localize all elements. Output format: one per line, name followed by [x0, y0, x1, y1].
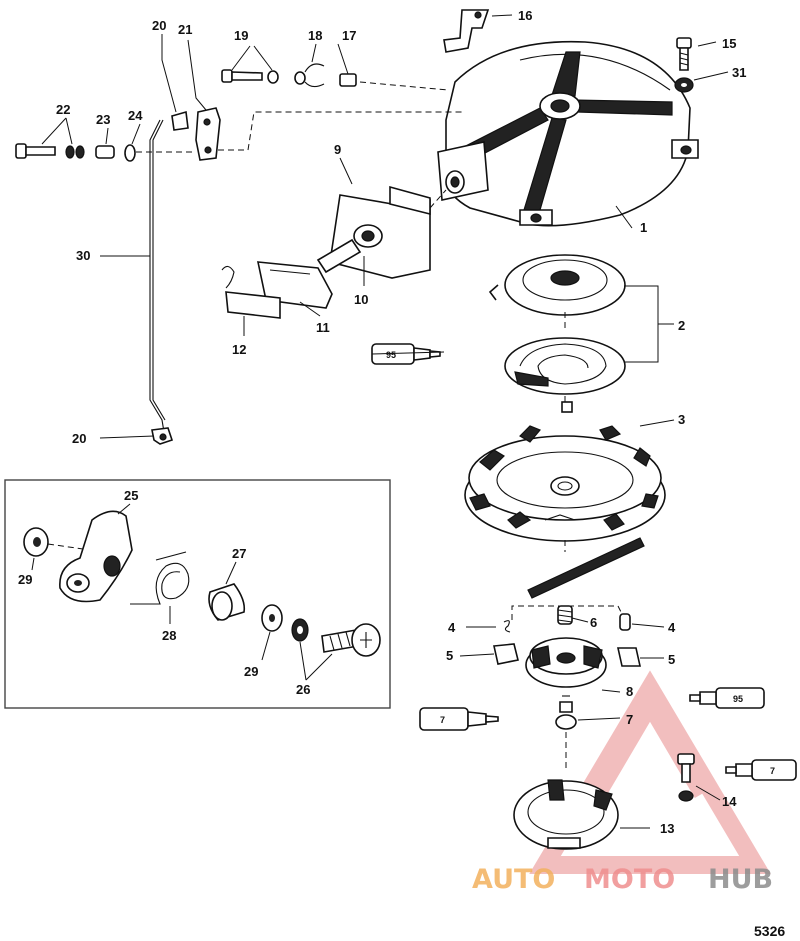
rod-clip-20-bottom	[151, 427, 174, 445]
callout-31: 31	[732, 65, 746, 80]
watermark-moto: MOTO	[584, 864, 675, 895]
callout-22: 22	[56, 102, 70, 117]
retainer-plate-13	[513, 779, 619, 850]
spring-4-right	[619, 613, 631, 631]
callout-13: 13	[660, 821, 674, 836]
bolt-7-center	[555, 695, 577, 730]
link-rod-30	[149, 119, 166, 439]
throttle-link-21	[195, 107, 221, 161]
tube-label-95-left: 95	[386, 350, 396, 360]
spring-6	[557, 605, 573, 625]
starter-rope	[527, 537, 645, 599]
washer-29-right	[261, 604, 283, 632]
callout-10: 10	[354, 292, 368, 307]
drive-cup-8	[525, 637, 607, 688]
rope-pulley-3	[464, 425, 666, 542]
plunger-10	[316, 238, 362, 274]
tube-label-7-left: 7	[440, 715, 445, 725]
callout-29-left: 29	[18, 572, 32, 587]
callout-9: 9	[334, 142, 341, 157]
callout-14: 14	[722, 794, 737, 809]
washer-24	[124, 144, 136, 162]
lever-25	[59, 510, 133, 603]
recoil-housing	[437, 40, 699, 227]
callout-12: 12	[232, 342, 246, 357]
washer-26	[291, 618, 309, 642]
spacer-23	[95, 145, 115, 159]
callout-8: 8	[626, 684, 633, 699]
callout-labels: 1 2 3 4 4 5 5 6 7 8 9 10 11 12 13 14 15 …	[18, 8, 746, 836]
callout-23: 23	[96, 112, 110, 127]
callout-30: 30	[76, 248, 90, 263]
callout-24: 24	[128, 108, 143, 123]
screw-26	[321, 623, 381, 657]
callout-5-left: 5	[446, 648, 453, 663]
callout-27: 27	[232, 546, 246, 561]
callout-1: 1	[640, 220, 647, 235]
spring-4-left	[503, 620, 511, 633]
callout-11: 11	[316, 320, 330, 335]
callout-16: 16	[518, 8, 532, 23]
callout-20-bottom: 20	[72, 431, 86, 446]
bushing-17	[339, 73, 357, 87]
callout-2: 2	[678, 318, 685, 333]
callout-15: 15	[722, 36, 736, 51]
callout-4-right: 4	[668, 620, 676, 635]
tube-7-left	[419, 707, 499, 731]
washer-29-left	[23, 527, 49, 557]
screw-22	[15, 143, 85, 159]
callout-28: 28	[162, 628, 176, 643]
tube-label-7-right: 7	[770, 766, 775, 776]
inset-detail-frame	[4, 479, 391, 709]
bracket-11	[256, 261, 333, 309]
clip-12	[221, 265, 281, 319]
callout-6: 6	[590, 615, 597, 630]
callout-26: 26	[296, 682, 310, 697]
pawl-5-right	[617, 647, 641, 667]
callout-18: 18	[308, 28, 322, 43]
callout-7-right: 7	[626, 712, 633, 727]
tube-label-95-right: 95	[733, 694, 743, 704]
callout-4-left: 4	[448, 620, 456, 635]
callout-21: 21	[178, 22, 192, 37]
bushing-27	[208, 583, 246, 621]
watermark-auto: AUTO	[472, 864, 555, 895]
bolt-14	[677, 753, 695, 802]
pawl-5-left	[493, 643, 519, 665]
bolt-15	[676, 37, 692, 71]
watermark-hub: HUB	[708, 864, 773, 895]
callout-3: 3	[678, 412, 685, 427]
tube-95-right	[689, 687, 765, 709]
figure-number: 5326	[754, 923, 785, 939]
callout-17: 17	[342, 28, 356, 43]
callout-5-right: 5	[668, 652, 675, 667]
leader-lines	[31, 14, 729, 829]
rod-clip-20-top	[171, 110, 189, 131]
torsion-spring-28	[130, 551, 190, 605]
clip-18	[304, 63, 325, 88]
tube-7-right	[725, 759, 797, 781]
washer-31	[674, 77, 694, 93]
neutral-start-housing-9	[329, 185, 431, 279]
callout-20-top: 20	[152, 18, 166, 33]
watermark-text: AUTO MOTO HUB	[472, 864, 773, 895]
callout-19: 19	[234, 28, 248, 43]
stop-lever	[443, 9, 490, 53]
callout-29-right: 29	[244, 664, 258, 679]
rewind-spring-2	[504, 337, 626, 395]
spring-housing-2	[488, 254, 626, 316]
screw-19	[221, 69, 306, 85]
callout-25: 25	[124, 488, 138, 503]
